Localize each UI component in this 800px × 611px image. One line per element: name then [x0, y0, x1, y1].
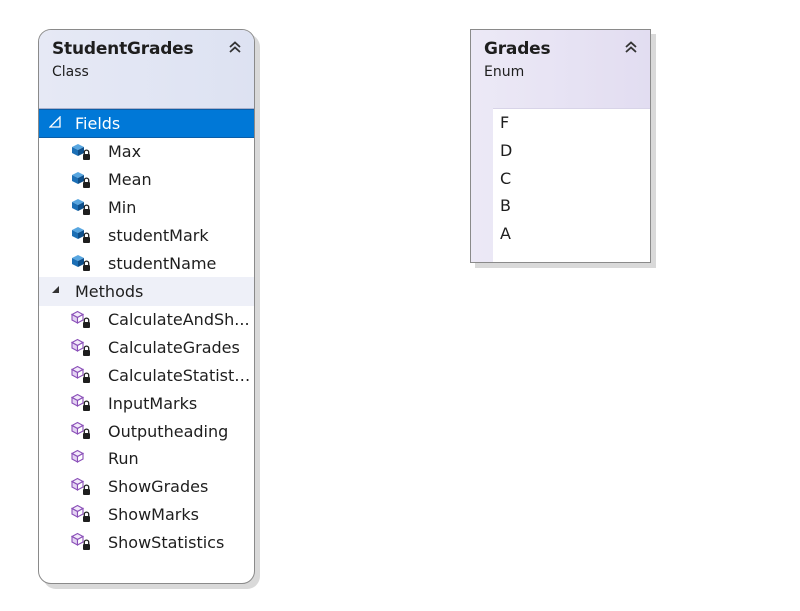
method-item[interactable]: ShowStatistics — [39, 528, 254, 556]
method-item[interactable]: Outputheading — [39, 417, 254, 445]
field-name: studentMark — [108, 225, 209, 245]
lock-icon — [83, 372, 90, 384]
lock-icon — [83, 400, 90, 412]
enum-value[interactable]: C — [500, 168, 512, 188]
enum-value[interactable]: F — [500, 113, 510, 132]
method-item[interactable]: InputMarks — [39, 389, 254, 417]
method-item[interactable]: CalculateAndSh... — [39, 306, 254, 334]
field-item[interactable]: Max — [39, 138, 254, 166]
method-name: CalculateGrades — [108, 338, 240, 358]
lock-icon — [83, 484, 90, 495]
method-name: CalculateStatisti... — [108, 365, 253, 385]
methods-label: Methods — [75, 281, 144, 301]
field-item[interactable]: studentName — [39, 249, 254, 277]
field-name: Min — [108, 197, 137, 217]
method-icon — [70, 449, 85, 463]
method-icon — [70, 338, 90, 356]
enum-value[interactable]: B — [500, 196, 511, 216]
lock-icon — [83, 177, 90, 188]
method-icon — [70, 505, 90, 523]
lock-icon — [83, 149, 90, 160]
lock-icon — [83, 539, 90, 551]
method-name: CalculateAndSh... — [108, 310, 250, 330]
method-icon — [70, 477, 90, 495]
method-item[interactable]: ShowMarks — [39, 501, 254, 529]
lock-icon — [83, 232, 90, 244]
method-name: Outputheading — [108, 421, 229, 441]
collapse-triangle-icon[interactable] — [48, 114, 62, 132]
private-field-icon — [72, 199, 90, 216]
collapse-triangle-icon[interactable] — [48, 283, 62, 299]
method-name: InputMarks — [108, 393, 198, 413]
field-item[interactable]: Mean — [39, 166, 254, 194]
fields-label: Fields — [75, 114, 121, 133]
field-name: Mean — [108, 170, 152, 190]
field-name: Max — [108, 142, 142, 162]
method-item[interactable]: Run — [39, 445, 254, 473]
double-chevron-up-icon[interactable] — [228, 40, 242, 54]
private-field-icon — [72, 143, 90, 160]
lock-icon — [83, 317, 90, 328]
class-title: StudentGrades — [52, 39, 194, 59]
field-item[interactable]: studentMark — [39, 221, 254, 249]
method-item[interactable]: CalculateGrades — [39, 334, 254, 362]
methods-compartment-header[interactable]: Methods — [39, 276, 254, 306]
enum-value[interactable]: A — [500, 224, 511, 244]
method-name: Run — [108, 449, 139, 469]
enum-header[interactable]: Grades Enum — [471, 30, 650, 108]
lock-icon — [83, 260, 90, 272]
class-kind: Class — [52, 64, 89, 80]
lock-icon — [83, 204, 90, 216]
field-item[interactable]: Min — [39, 194, 254, 222]
method-icon — [70, 366, 90, 384]
method-icon — [70, 533, 90, 551]
lock-icon — [83, 345, 90, 356]
double-chevron-up-icon[interactable] — [624, 40, 638, 54]
method-name: ShowMarks — [108, 504, 199, 524]
private-field-icon — [72, 171, 90, 188]
enum-title: Grades — [484, 39, 551, 59]
method-item[interactable]: ShowGrades — [39, 473, 254, 501]
enum-value[interactable]: D — [500, 140, 513, 160]
private-field-icon — [72, 227, 90, 244]
private-field-icon — [72, 255, 90, 272]
method-icon — [70, 421, 90, 440]
lock-icon — [83, 511, 90, 523]
method-icon — [70, 310, 90, 328]
method-item[interactable]: CalculateStatisti... — [39, 362, 254, 390]
method-icon — [70, 394, 90, 412]
class-header[interactable]: StudentGrades Class — [39, 30, 254, 109]
lock-icon — [83, 428, 90, 440]
fields-compartment-header[interactable]: Fields — [39, 109, 254, 138]
field-name: studentName — [108, 253, 217, 273]
method-name: ShowStatistics — [108, 532, 225, 552]
enum-kind: Enum — [484, 64, 525, 80]
method-name: ShowGrades — [108, 477, 209, 497]
